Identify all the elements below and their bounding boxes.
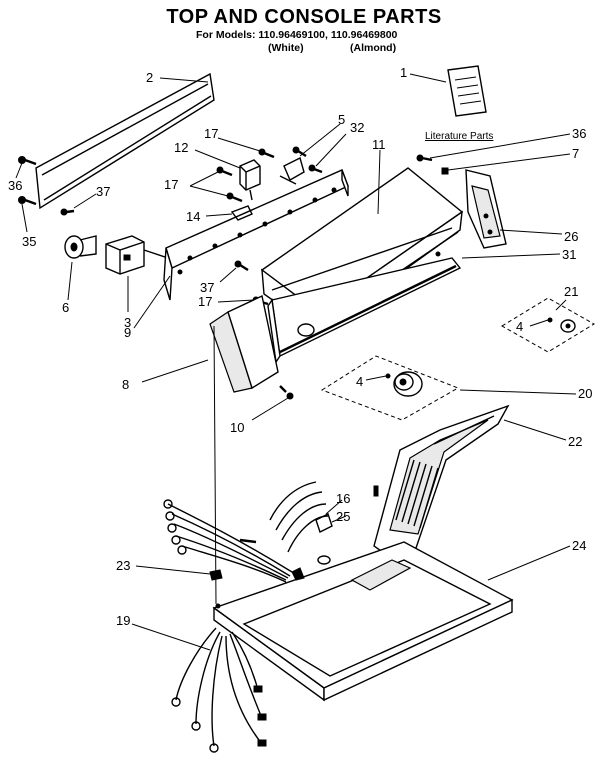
callout-6: 6 xyxy=(62,300,69,315)
variant-almond: (Almond) xyxy=(350,42,397,54)
callout-23: 23 xyxy=(116,558,130,573)
rear-panel xyxy=(35,72,215,210)
callout-35: 35 xyxy=(22,234,36,249)
callout-36-left: 36 xyxy=(8,178,22,193)
screw-icon xyxy=(416,154,433,162)
callout-3: 3 xyxy=(124,315,131,330)
callout-37-mid: 37 xyxy=(200,280,214,295)
screw-icon xyxy=(279,385,294,400)
callout-37-left: 37 xyxy=(96,184,110,199)
screw-icon xyxy=(308,164,323,174)
callout-12: 12 xyxy=(174,140,188,155)
callout-8: 8 xyxy=(122,377,129,392)
callout-14: 14 xyxy=(186,209,200,224)
callout-17-mid: 17 xyxy=(164,177,178,192)
callout-20: 20 xyxy=(578,386,592,401)
callout-32: 32 xyxy=(350,120,364,135)
timer-icon xyxy=(105,235,173,275)
screw-icon xyxy=(226,192,243,203)
callout-4-right: 4 xyxy=(516,319,523,334)
top-panel xyxy=(212,541,514,702)
callout-24: 24 xyxy=(572,538,586,553)
end-cap xyxy=(209,294,279,393)
callout-4-center: 4 xyxy=(356,374,363,389)
callout-25: 25 xyxy=(336,509,350,524)
screw-icon xyxy=(258,148,275,159)
knob-icon xyxy=(393,371,423,397)
lint-duct xyxy=(373,404,510,561)
wire-harness-icon xyxy=(171,627,267,753)
callout-1: 1 xyxy=(400,65,407,80)
thermostat-part xyxy=(315,485,379,533)
literature-parts-label: Literature Parts xyxy=(425,131,494,142)
callout-21: 21 xyxy=(564,284,578,299)
knob-group-20 xyxy=(320,355,460,421)
callout-9: 9 xyxy=(124,325,131,340)
callout-22: 22 xyxy=(568,434,582,449)
switch-icon xyxy=(64,235,97,259)
knob-icon xyxy=(560,319,576,333)
right-end-cap xyxy=(465,169,507,249)
callout-17-low: 17 xyxy=(198,294,212,309)
console-body xyxy=(260,167,464,364)
callout-16: 16 xyxy=(336,491,350,506)
knob-group-21 xyxy=(501,297,595,353)
wire-harness-icon xyxy=(163,481,329,583)
callout-10: 10 xyxy=(230,420,244,435)
variant-white: (White) xyxy=(268,42,304,54)
callout-11: 11 xyxy=(372,137,386,152)
switch-icon xyxy=(239,159,261,201)
page-title: TOP AND CONSOLE PARTS xyxy=(166,6,442,28)
callout-26: 26 xyxy=(564,229,578,244)
control-bracket xyxy=(163,169,349,301)
callout-31: 31 xyxy=(562,247,576,262)
screw-icon xyxy=(234,260,249,272)
screw-icon xyxy=(18,156,37,166)
screw-icon xyxy=(18,196,37,206)
screw-icon xyxy=(60,208,75,216)
callout-36-right: 36 xyxy=(572,126,586,141)
callout-5: 5 xyxy=(338,112,345,127)
callout-2: 2 xyxy=(146,70,153,85)
callout-17-top: 17 xyxy=(204,126,218,141)
callout-7: 7 xyxy=(572,146,579,161)
knob-icon xyxy=(279,146,307,185)
literature-booklet xyxy=(409,65,487,117)
screw-icon xyxy=(216,166,233,177)
callout-19: 19 xyxy=(116,613,130,628)
models-line: For Models: 110.96469100, 110.96469800 xyxy=(196,29,398,41)
